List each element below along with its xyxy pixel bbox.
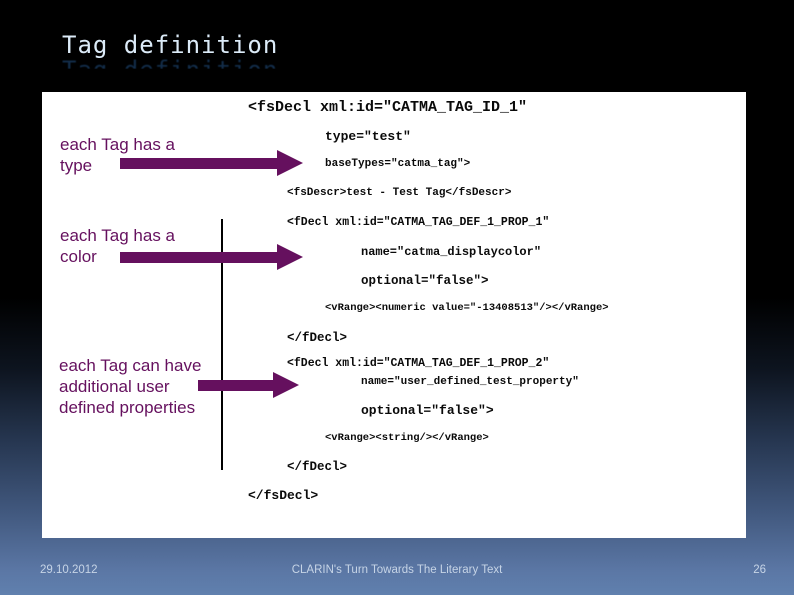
annotation-user-properties-label: each Tag can have additional user define… xyxy=(59,356,202,417)
arrow-bar xyxy=(120,158,278,169)
arrow-head xyxy=(277,150,303,176)
footer-page-number: 26 xyxy=(753,564,766,576)
footer-presentation-title: CLARIN's Turn Towards The Literary Text xyxy=(291,564,503,576)
arrow-bar xyxy=(198,380,274,391)
annotation-tag-color-label: each Tag has a color xyxy=(60,226,175,266)
arrow-head xyxy=(273,372,299,398)
page-title-reflection: Tag definition xyxy=(62,56,279,84)
arrow-bar xyxy=(120,252,278,263)
divider-line xyxy=(221,219,223,470)
page-title: Tag definition xyxy=(62,31,279,59)
annotation-tag-type-label: each Tag has a type xyxy=(60,135,175,175)
footer-date: 29.10.2012 xyxy=(40,564,98,576)
arrow-head xyxy=(277,244,303,270)
